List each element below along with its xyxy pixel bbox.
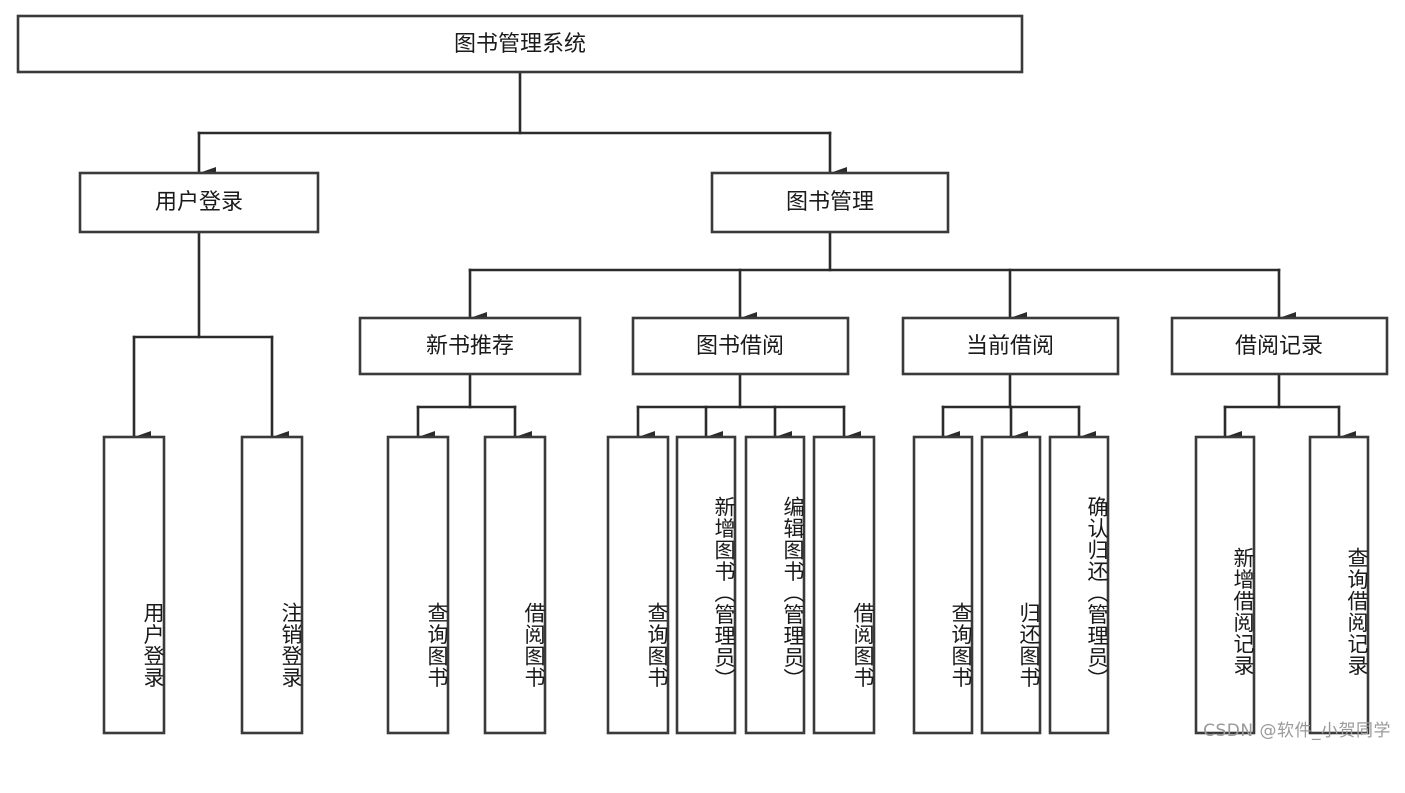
node-book-management[interactable]: 图书管理 <box>710 171 950 234</box>
leaf-query-book-2-rect[interactable] <box>606 435 670 735</box>
leaf-add-book-admin-rect[interactable] <box>675 435 737 735</box>
leaf-borrow-book-2-rect[interactable] <box>812 435 876 735</box>
node-borrow-record-rect[interactable] <box>1170 316 1389 376</box>
node-current-borrow-rect[interactable] <box>901 316 1120 376</box>
node-book-borrow[interactable]: 图书借阅 <box>631 316 850 376</box>
node-borrow-record[interactable]: 借阅记录 <box>1170 316 1389 376</box>
leaf-borrow-book-1-rect[interactable] <box>483 435 547 735</box>
node-root[interactable]: 图书管理系统 <box>16 14 1024 74</box>
leaf-logout-rect[interactable] <box>240 435 304 735</box>
connector-layer <box>132 70 1356 443</box>
node-book-borrow-label: 图书借阅 <box>696 334 784 359</box>
node-root-label: 图书管理系统 <box>454 32 586 57</box>
leaf-user-login-rect[interactable] <box>102 435 166 735</box>
flowchart-svg: 图书管理系统 用户登录 图书管理 新书推荐 图书借阅 当前 <box>16 14 1389 735</box>
node-user-login[interactable]: 用户登录 <box>78 171 320 234</box>
node-user-login-label: 用户登录 <box>155 190 243 215</box>
csdn-watermark: CSDN @软件_小贺同学 <box>1203 721 1391 741</box>
node-book-borrow-rect[interactable] <box>631 316 850 376</box>
leaf-query-borrow-record-rect[interactable] <box>1308 435 1370 735</box>
leaf-query-book-3-rect[interactable] <box>912 435 974 735</box>
leaf-add-borrow-record-rect[interactable] <box>1194 435 1256 735</box>
node-new-book-recommend[interactable]: 新书推荐 <box>358 316 582 376</box>
leaf-return-book-rect[interactable] <box>980 435 1042 735</box>
leaf-query-book-1-rect[interactable] <box>386 435 450 735</box>
node-book-management-label: 图书管理 <box>786 190 874 215</box>
leaf-confirm-return-admin-rect[interactable] <box>1048 435 1110 735</box>
node-current-borrow-label: 当前借阅 <box>966 334 1054 359</box>
leaf-edit-book-admin-rect[interactable] <box>744 435 806 735</box>
node-book-management-rect[interactable] <box>710 171 950 234</box>
node-layer: 图书管理系统 用户登录 图书管理 新书推荐 图书借阅 当前 <box>16 14 1389 735</box>
node-borrow-record-label: 借阅记录 <box>1235 334 1323 359</box>
node-user-login-rect[interactable] <box>78 171 320 234</box>
node-new-book-recommend-label: 新书推荐 <box>426 334 514 359</box>
node-new-book-recommend-rect[interactable] <box>358 316 582 376</box>
node-current-borrow[interactable]: 当前借阅 <box>901 316 1120 376</box>
flowchart-canvas: 图书管理系统 用户登录 图书管理 新书推荐 图书借阅 当前 <box>16 14 1391 741</box>
node-root-rect[interactable] <box>16 14 1024 74</box>
